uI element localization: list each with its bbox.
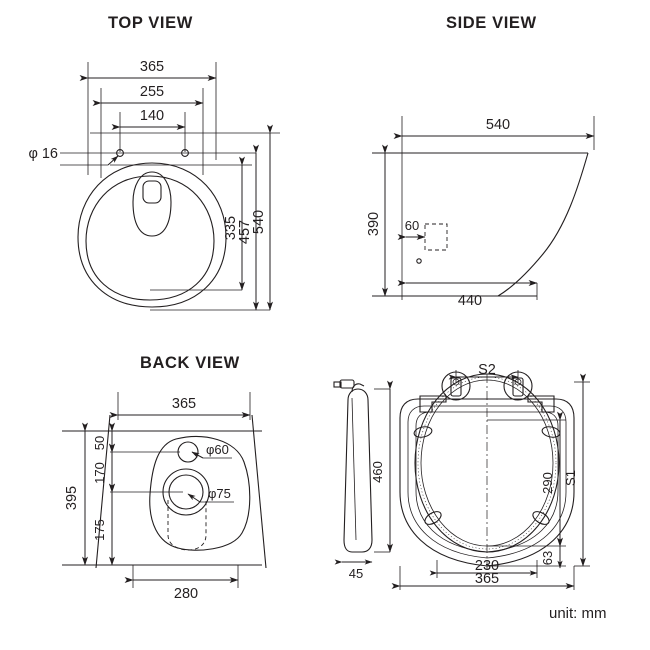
- dim-540-side-text: 540: [486, 117, 510, 133]
- dim-290-text: 290: [540, 472, 555, 494]
- bowl-flush-area: [132, 171, 172, 237]
- back-left-edge: [95, 414, 111, 569]
- seat-profile-inner-line: [351, 397, 357, 541]
- phi75-text: φ75: [208, 486, 231, 501]
- dim-60-text: 60: [405, 218, 419, 233]
- side-view-group: 540 390 60 440: [366, 116, 595, 309]
- seat-view-group: 460 45: [333, 362, 590, 590]
- dim-255-text: 255: [140, 84, 164, 100]
- dim-460-text: 460: [370, 461, 385, 483]
- back-pedestal-outline: [149, 436, 251, 551]
- seat-hinge-bracket: [339, 379, 355, 389]
- dim-s1-text: S1: [563, 470, 578, 486]
- dim-170-text: 170: [92, 462, 107, 484]
- dim-390-text: 390: [366, 212, 382, 236]
- dim-440-text: 440: [458, 293, 482, 309]
- seat-opening-hatch: [417, 376, 557, 550]
- dim-365-text: 365: [140, 59, 164, 75]
- dim-335-text: 335: [223, 216, 239, 240]
- dim-395-text: 395: [64, 486, 80, 510]
- phi16-leader-arrow: [107, 155, 119, 166]
- water-inlet-circle: [177, 441, 199, 463]
- phi60-arrow: [191, 451, 204, 459]
- top-view-group: 365 255 140 φ 16: [28, 59, 280, 311]
- dim-175-text: 175: [92, 519, 107, 541]
- unit-label: unit: mm: [549, 605, 607, 622]
- top-view-title: TOP VIEW: [108, 14, 193, 32]
- back-view-group: 365 φ75 φ60 395: [62, 392, 267, 602]
- flush-outlet-slot: [142, 180, 162, 204]
- dim-63-text: 63: [540, 551, 555, 565]
- outlet-box-dashed: [424, 223, 448, 251]
- phi16-text: φ 16: [28, 146, 58, 162]
- dim-280-text: 280: [174, 586, 198, 602]
- dim-365-back-text: 365: [172, 396, 196, 412]
- dim-540-text: 540: [251, 210, 267, 234]
- toilet-outer-rim: [77, 162, 227, 308]
- side-view-title: SIDE VIEW: [446, 14, 537, 32]
- back-view-title: BACK VIEW: [140, 354, 240, 372]
- bolt-hole-right: [181, 149, 189, 157]
- waste-pipe-dashed: [167, 500, 207, 551]
- phi75-arrow: [187, 493, 201, 503]
- seat-side-profile: [343, 388, 373, 553]
- dim-230-text: 230: [475, 558, 499, 574]
- seat-hinge-knob: [351, 383, 365, 393]
- back-right-edge: [251, 414, 267, 569]
- seat-bumper-bottom-right: [532, 511, 550, 525]
- dim-457-text: 457: [237, 220, 253, 244]
- dim-s2-text: S2: [478, 362, 496, 378]
- side-front-curve: [497, 152, 589, 297]
- phi60-text: φ60: [206, 442, 229, 457]
- toilet-inner-rim: [85, 175, 215, 301]
- seat-bumper-bottom-left: [424, 511, 442, 525]
- seat-mount-notch-left: [419, 395, 447, 413]
- seat-mount-notch-right: [527, 395, 555, 413]
- dim-45-text: 45: [349, 566, 363, 581]
- bolt-hole-left: [116, 149, 124, 157]
- seat-bumper-top-left: [413, 426, 433, 438]
- dim-50-text: 50: [92, 436, 107, 450]
- side-bolt-point: [416, 258, 422, 264]
- dim-365-seat-text: 365: [475, 571, 499, 587]
- dim-140-text: 140: [140, 108, 164, 124]
- seat-hinge-pin: [333, 381, 342, 388]
